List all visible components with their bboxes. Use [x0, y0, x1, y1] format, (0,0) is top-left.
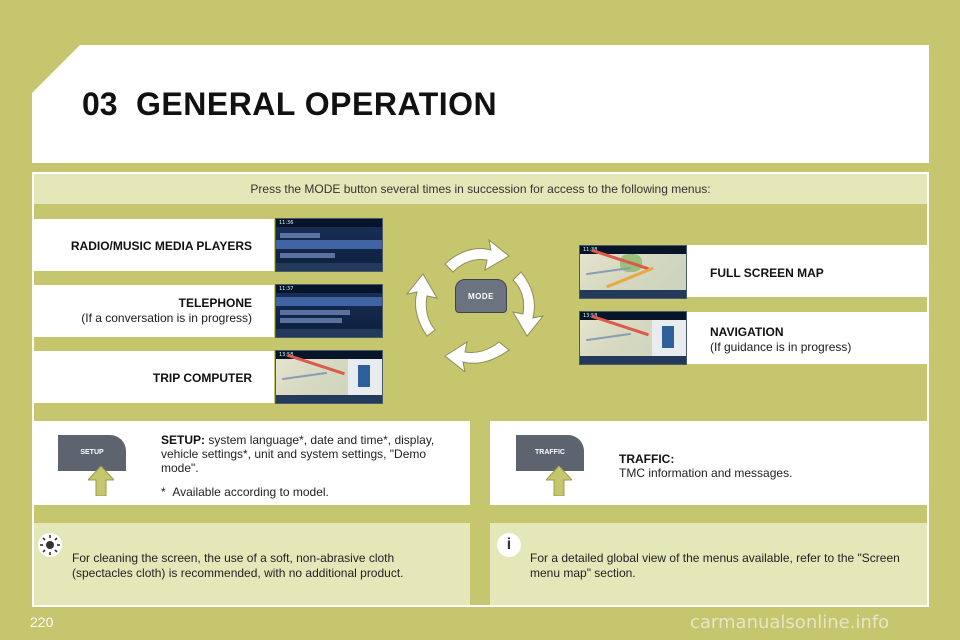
cleaning-note-text: For cleaning the screen, the use of a so…	[72, 551, 404, 580]
up-arrow-icon	[546, 466, 572, 496]
screen-footer	[276, 263, 382, 271]
radio-screen: 11:36	[275, 218, 383, 272]
page-title: GENERAL OPERATION	[136, 86, 498, 122]
setup-button[interactable]: SETUP	[58, 435, 126, 471]
screen-line	[280, 318, 342, 323]
screen-footer	[580, 290, 686, 298]
screen-footer	[276, 395, 382, 403]
telephone-screen: 11:37	[275, 284, 383, 338]
intro-band	[34, 174, 927, 204]
full-screen-map-screen: 11:38	[579, 245, 687, 299]
trip-computer-screen: 13:58	[275, 350, 383, 404]
info-note-box	[490, 523, 927, 605]
cycle-arrow-top	[444, 238, 510, 273]
map-road	[282, 371, 327, 381]
menu-band-radio	[34, 219, 274, 271]
menu-band-fullmap	[686, 245, 927, 297]
screen-footer	[580, 356, 686, 364]
page-number: 220	[30, 614, 54, 630]
cycle-arrow-left	[405, 273, 438, 337]
cleaning-note-box	[34, 523, 470, 605]
up-arrow-icon	[88, 466, 114, 496]
screen-status-bar: 13:58	[276, 351, 382, 359]
screen-footer	[276, 329, 382, 337]
map-road	[586, 332, 631, 342]
setup-description: SETUP: system language*, date and time*,…	[161, 433, 435, 475]
mode-button[interactable]: MODE	[455, 279, 507, 313]
navigation-screen: 13:58	[579, 311, 687, 365]
screen-line	[280, 253, 335, 258]
guidance-arrow	[358, 365, 370, 387]
menu-band-navigation	[686, 312, 927, 364]
setup-footnote: * Available according to model.	[161, 485, 329, 499]
screen-time: 13:58	[279, 352, 294, 358]
menu-label-navigation: NAVIGATION(If guidance is in progress)	[710, 325, 852, 354]
menu-label-fullmap: FULL SCREEN MAP	[710, 266, 824, 280]
mode-cycle-arrows	[405, 238, 545, 372]
screen-time: 11:36	[279, 220, 294, 226]
chapter-number: 03	[82, 86, 118, 122]
screen-time: 11:38	[583, 247, 598, 253]
header-panel	[32, 45, 929, 163]
intro-text: Press the MODE button several times in s…	[250, 182, 711, 196]
watermark: carmanualsonline.info	[690, 612, 890, 633]
screen-status-bar: 11:38	[580, 246, 686, 254]
screen-time: 11:37	[279, 286, 294, 292]
screen-status-bar: 13:58	[580, 312, 686, 320]
menu-label-radio: RADIO/MUSIC MEDIA PLAYERS	[70, 239, 252, 253]
screen-status-bar: 11:37	[276, 285, 382, 293]
guidance-arrow	[662, 326, 674, 348]
menu-band-trip	[34, 351, 274, 403]
info-icon: i	[497, 533, 521, 557]
screen-status-bar: 11:36	[276, 219, 382, 227]
cycle-arrow-right	[512, 271, 545, 337]
screen-line	[280, 233, 320, 238]
menu-band-telephone	[34, 285, 274, 337]
traffic-button[interactable]: TRAFFIC	[516, 435, 584, 471]
info-note-text: For a detailed global view of the menus …	[530, 551, 900, 580]
menu-label-trip: TRIP COMPUTER	[152, 371, 252, 385]
screen-line	[280, 310, 350, 315]
screen-time: 13:58	[583, 313, 598, 319]
cycle-arrow-bottom	[444, 340, 510, 372]
menu-label-telephone: TELEPHONE(If a conversation is in progre…	[81, 296, 252, 325]
screen-highlight	[276, 297, 382, 306]
sun-icon	[38, 533, 62, 557]
screen-highlight	[276, 240, 382, 249]
traffic-description: TRAFFIC:TMC information and messages.	[619, 452, 793, 480]
